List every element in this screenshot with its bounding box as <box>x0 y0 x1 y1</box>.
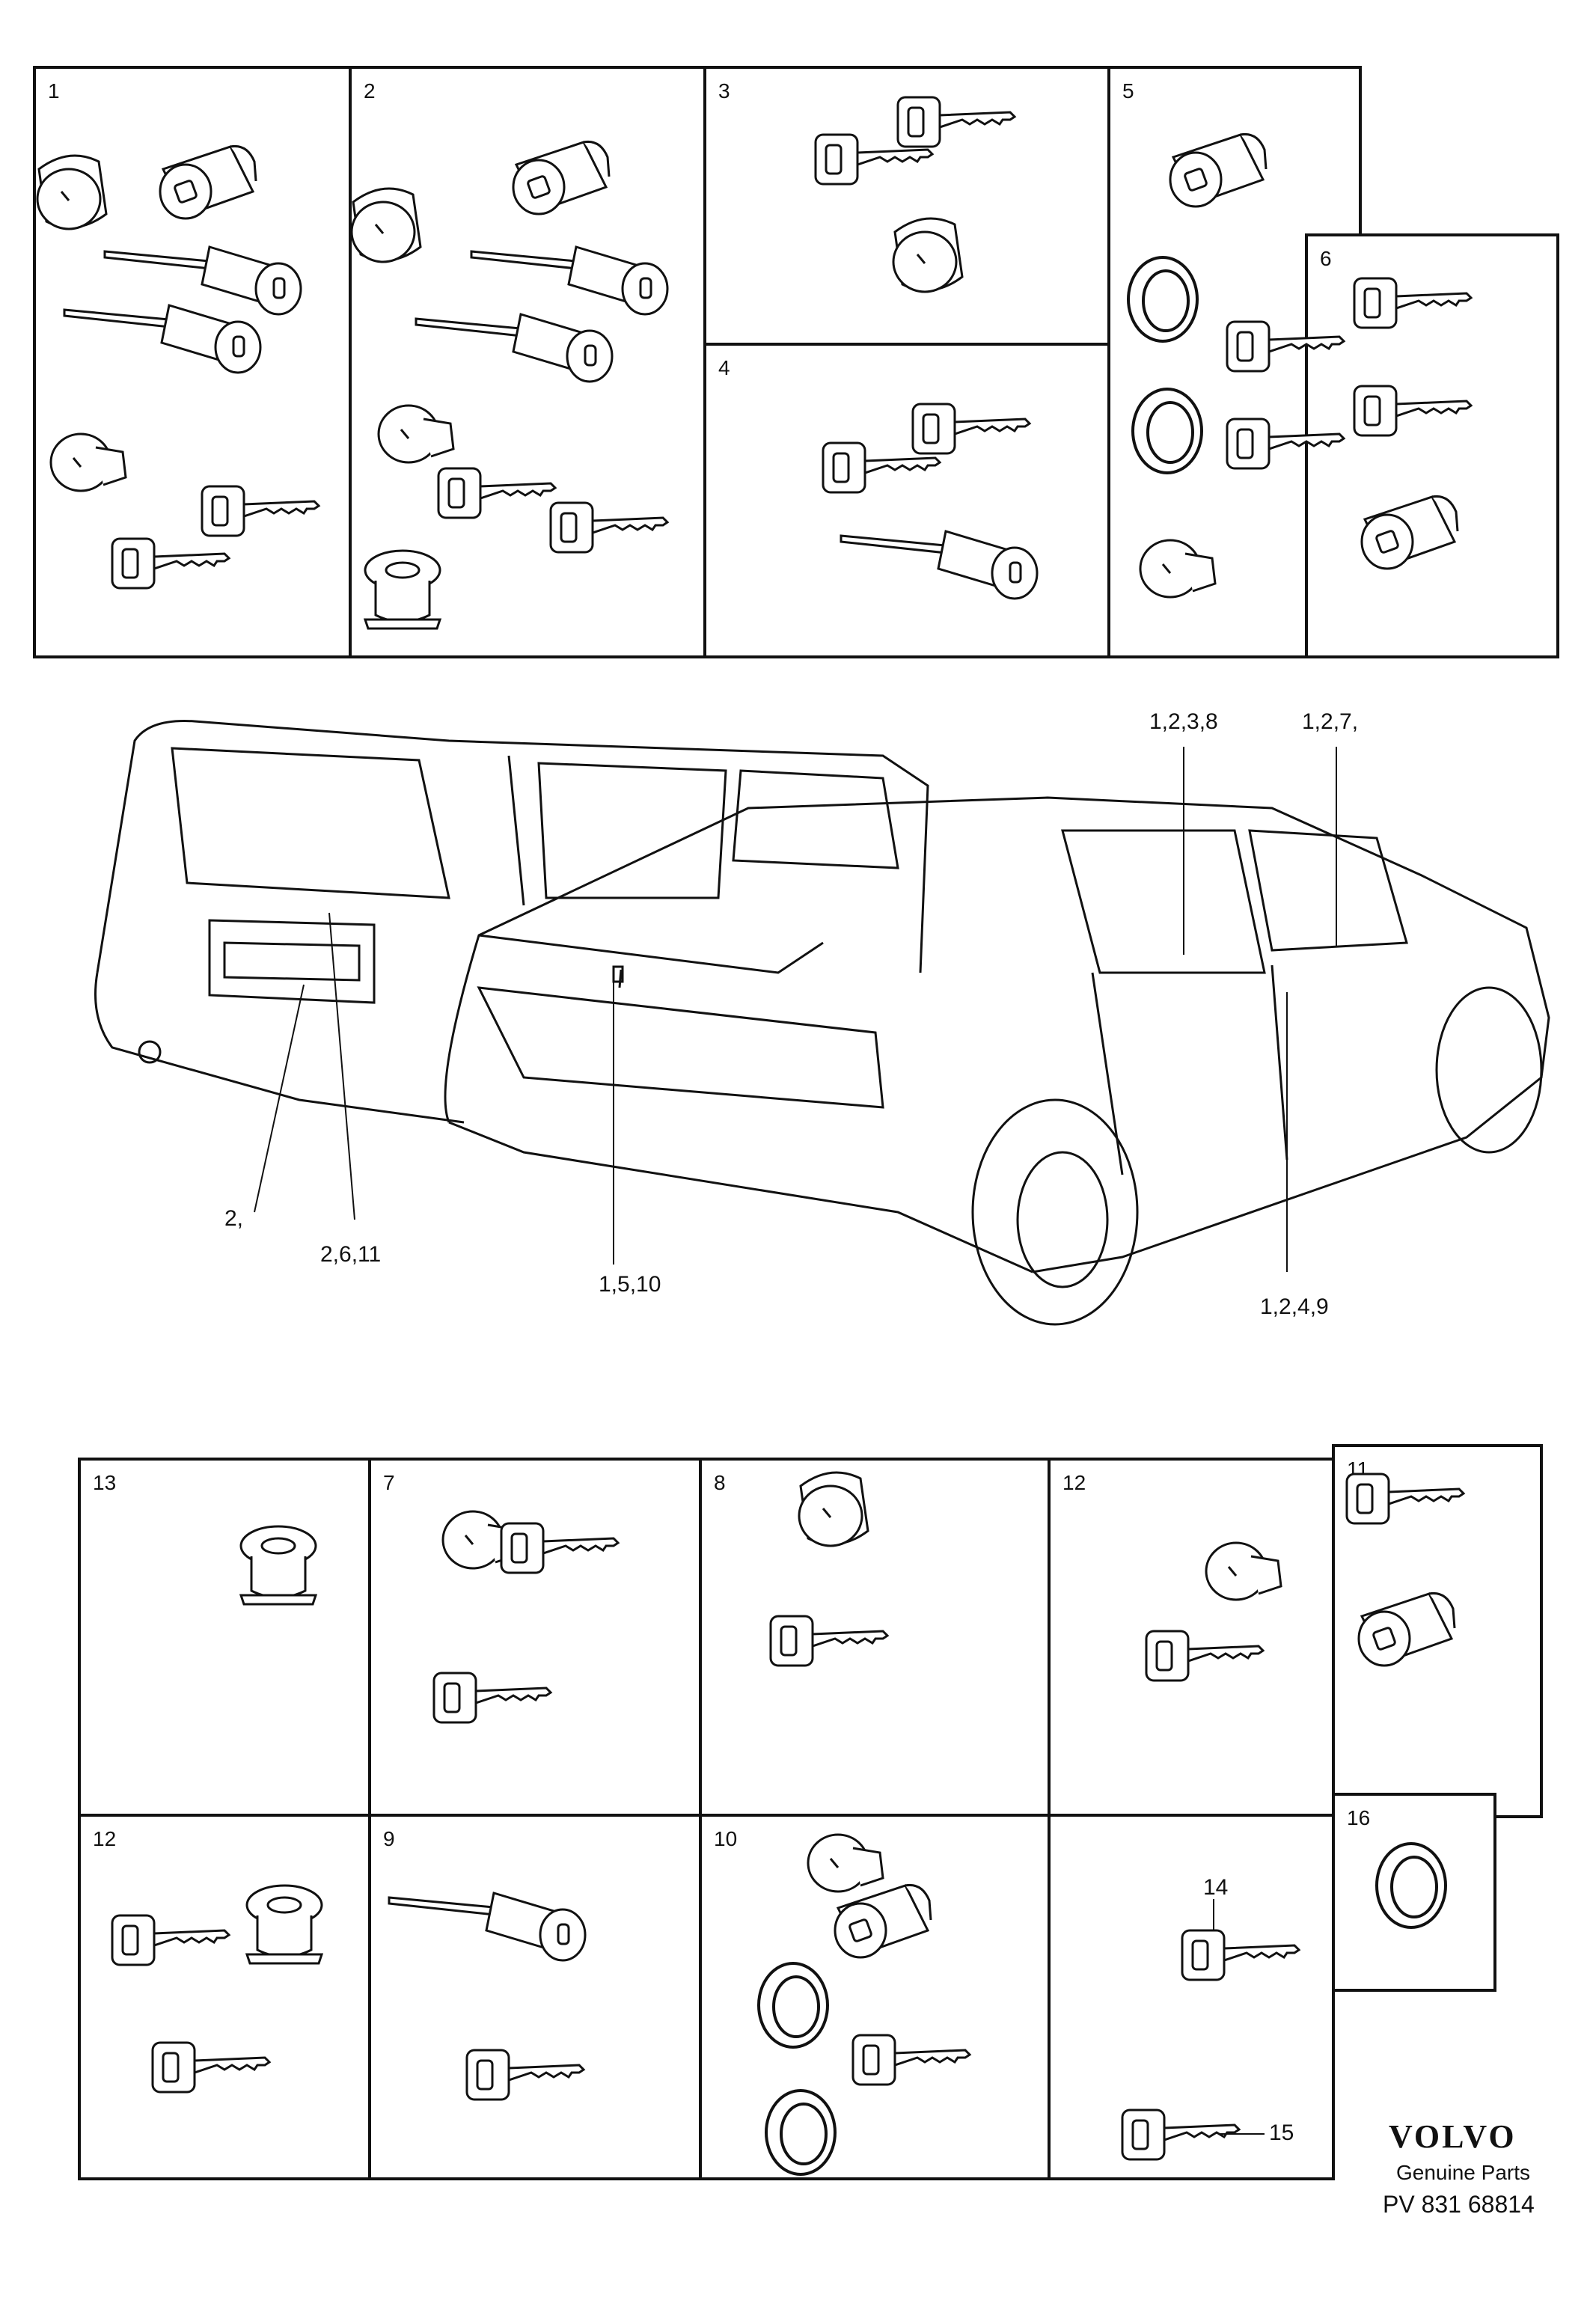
panel-6: 6 <box>1305 233 1559 658</box>
vehicle-illustration <box>94 720 1550 1326</box>
trunk-lock-plug-icon <box>245 1884 323 1965</box>
key-icon <box>1145 1630 1265 1682</box>
lock-clip-icon <box>807 1833 884 1893</box>
key-icon <box>437 467 557 519</box>
trunk-lock-plug-icon <box>364 549 441 630</box>
panel-number: 4 <box>718 356 730 379</box>
panel-number: 12 <box>93 1827 117 1850</box>
callout-sedan-trunk: 1,5,10 <box>599 1272 661 1297</box>
panel-4: 4 <box>703 343 1110 658</box>
panel-number: 6 <box>1320 247 1332 270</box>
ignition-cylinder-icon <box>512 140 611 215</box>
panel-number: 7 <box>383 1471 395 1494</box>
key-icon <box>1353 277 1473 329</box>
key-icon <box>432 1672 552 1724</box>
trunk-lock-plug-icon <box>239 1525 317 1606</box>
callout-front-door: 1,2,3,8 <box>1149 709 1218 734</box>
panel-9: 9 <box>368 1814 702 2180</box>
key-icon <box>1226 418 1345 470</box>
key-icon <box>1181 1929 1300 1981</box>
door-lock-rod-icon <box>388 1892 587 1962</box>
door-lock-rod-icon <box>470 245 669 316</box>
panel-12-upper: 12 <box>1048 1458 1335 1817</box>
lock-knob-icon <box>377 404 455 464</box>
panel-number: 10 <box>714 1827 738 1850</box>
key-icon <box>896 96 1016 148</box>
panel-number: 9 <box>383 1827 395 1850</box>
door-lock-rod-icon <box>415 313 614 383</box>
panel-number: 2 <box>364 79 376 103</box>
key-icon <box>111 1914 230 1966</box>
key-icon <box>151 2041 271 2094</box>
panel-number: 16 <box>1347 1806 1371 1829</box>
ignition-cylinder-icon <box>834 1883 932 1959</box>
panel-number: 5 <box>1122 79 1134 103</box>
seal-ring-icon <box>1127 256 1199 343</box>
callout-wagon-tailgate: 2,6,11 <box>320 1242 382 1267</box>
panel-number: 1 <box>48 79 60 103</box>
panel-12-lower: 12 <box>78 1814 371 2180</box>
lock-cylinder-cap-icon <box>892 217 964 293</box>
key-icon <box>1345 1473 1465 1525</box>
lock-knob-icon <box>1205 1541 1282 1601</box>
lock-cylinder-cap-icon <box>350 187 422 263</box>
panel-number: 12 <box>1062 1471 1086 1494</box>
panel-number: 3 <box>718 79 730 103</box>
key-icon <box>911 403 1031 455</box>
lock-cylinder-cap-icon <box>36 154 108 230</box>
panel-number: 13 <box>93 1471 117 1494</box>
key-icon <box>1353 385 1473 437</box>
ignition-cylinder-icon <box>159 144 257 220</box>
key-icon <box>201 485 320 537</box>
part-code: PV 831 68814 <box>1383 2191 1535 2218</box>
panel-13: 13 <box>78 1458 371 1817</box>
callout-rear-door: 1,2,7, <box>1302 709 1359 734</box>
panel-16: 16 <box>1332 1793 1496 1992</box>
seal-ring-icon <box>765 2089 837 2176</box>
key-icon <box>851 2034 971 2086</box>
key-icon <box>769 1615 889 1667</box>
part-callout-15: 15 <box>1269 2120 1294 2145</box>
ignition-cylinder-icon <box>1169 132 1268 208</box>
key-icon <box>1226 320 1345 373</box>
ignition-cylinder-icon <box>1360 495 1459 570</box>
callout-rear-door-handle: 1,2,4,9 <box>1260 1294 1329 1319</box>
volvo-logo: VOLVO <box>1389 2118 1517 2155</box>
callout-leaders <box>254 747 1337 1272</box>
door-lock-rod-icon <box>840 530 1039 600</box>
key-icon <box>549 501 669 554</box>
door-lock-rod-icon <box>103 245 302 316</box>
part-callout-14: 14 <box>1203 1875 1229 1900</box>
seal-ring-icon <box>1375 1842 1447 1929</box>
lock-clip-icon <box>1139 539 1217 599</box>
ignition-cylinder-icon <box>1357 1591 1456 1667</box>
seal-ring-icon <box>757 1962 829 2049</box>
brand-subtitle: Genuine Parts <box>1396 2161 1530 2184</box>
lock-cylinder-cap-icon <box>798 1471 869 1547</box>
panel-keys-14-15 <box>1048 1814 1335 2180</box>
lock-knob-icon <box>49 432 127 492</box>
seal-ring-icon <box>1131 388 1203 474</box>
callout-wagon-bumper: 2, <box>224 1206 244 1231</box>
panel-number: 8 <box>714 1471 726 1494</box>
key-icon <box>465 2049 585 2101</box>
door-lock-rod-icon <box>63 304 262 374</box>
key-icon <box>111 537 230 590</box>
key-icon <box>500 1522 620 1574</box>
